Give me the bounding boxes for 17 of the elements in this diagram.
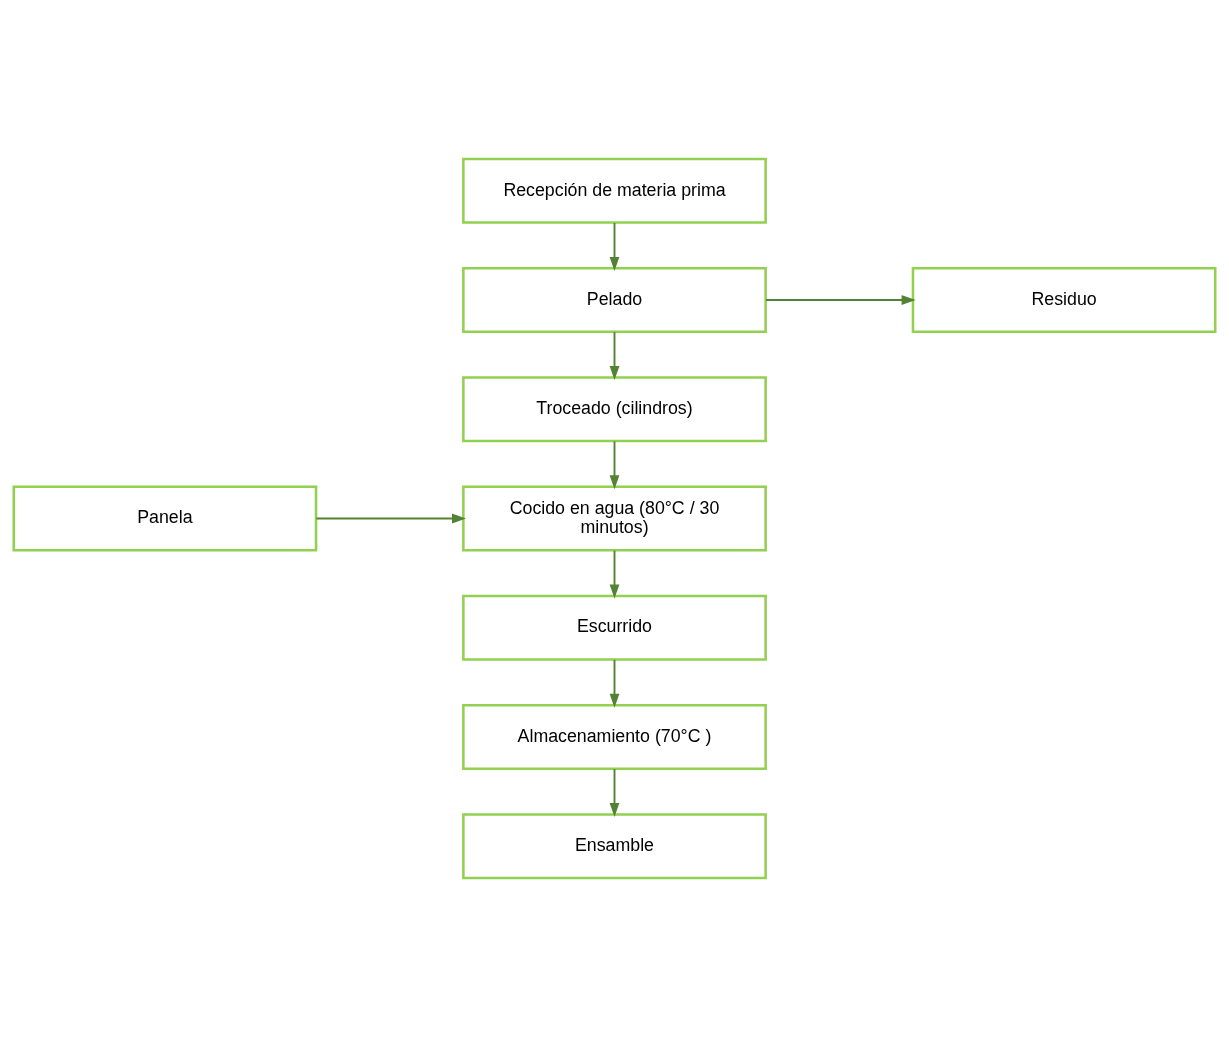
node-box: Residuo	[911, 267, 1217, 334]
arrow	[609, 222, 620, 271]
arrow	[765, 295, 916, 305]
node-box: Escurrido	[462, 594, 767, 661]
node-box: Recepción de materia prima	[462, 157, 767, 224]
node-box: Almacenamiento (70°C )	[462, 703, 767, 770]
arrow	[609, 768, 620, 817]
node-box: Panela	[12, 485, 318, 552]
arrow	[609, 549, 620, 599]
node-box: Ensamble	[462, 813, 767, 880]
arrow	[315, 513, 466, 524]
arrow	[609, 658, 620, 708]
arrow	[609, 331, 620, 381]
node-box: Troceado (cilindros)	[462, 376, 767, 443]
node-box: Pelado	[462, 267, 767, 334]
arrow	[609, 440, 620, 490]
node-box: Cocido en agua (80°C / 30 minutos)	[462, 485, 767, 552]
